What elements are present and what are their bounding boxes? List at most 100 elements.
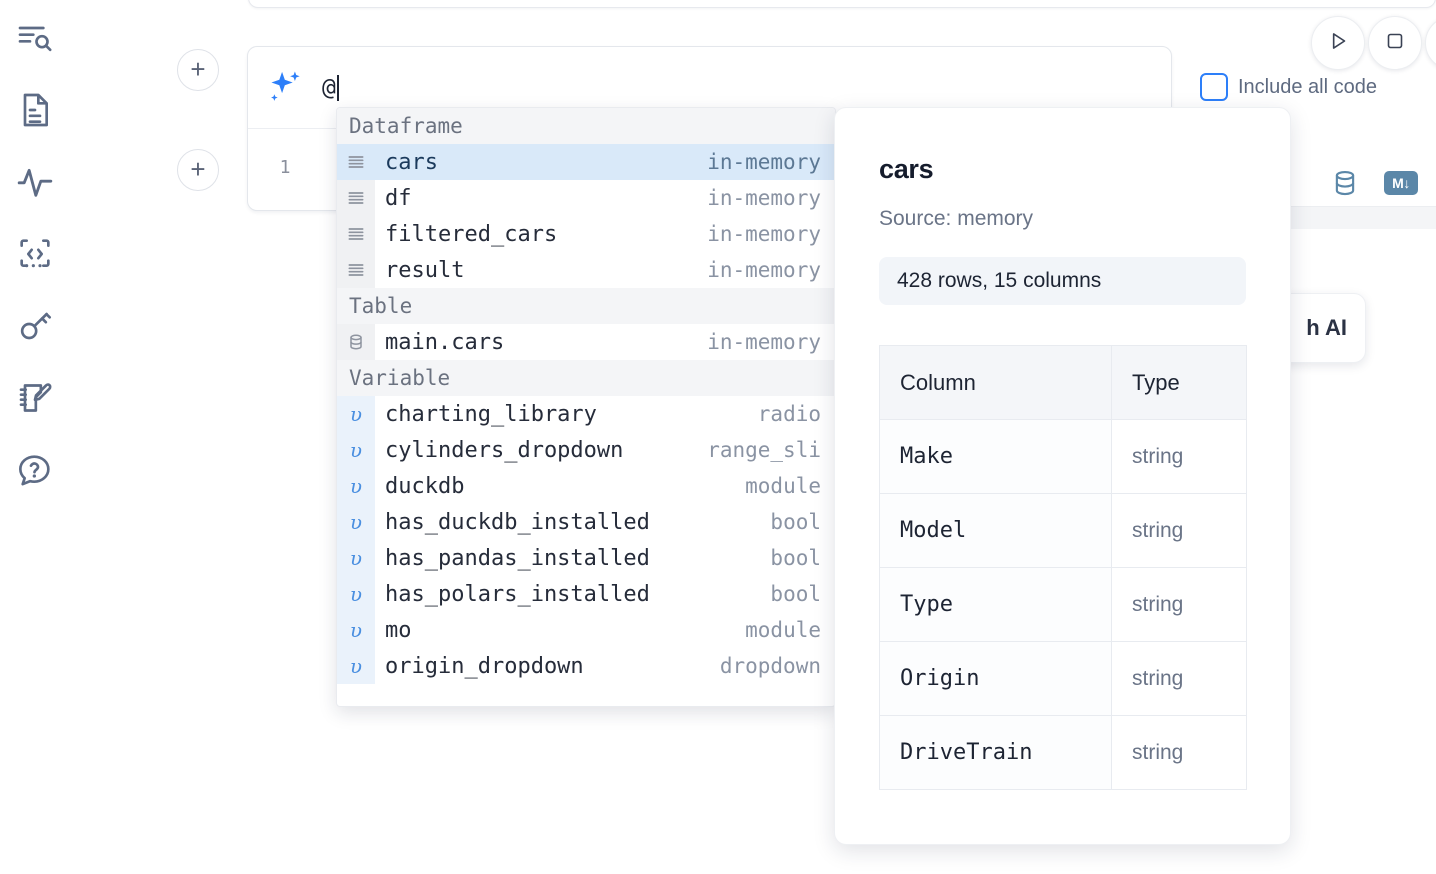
- autocomplete-item-type: in-memory: [707, 222, 821, 246]
- autocomplete-group-header: Variable: [337, 360, 835, 396]
- autocomplete-item-type: module: [745, 618, 821, 642]
- autocomplete-item-name: cylinders_dropdown: [385, 437, 624, 463]
- variable-upsilon-icon: υ: [337, 432, 375, 468]
- variable-upsilon-icon: υ: [337, 540, 375, 576]
- autocomplete-item-type: bool: [770, 510, 821, 534]
- autocomplete-item-type: in-memory: [707, 150, 821, 174]
- schema-column-type: string: [1111, 715, 1247, 790]
- database-table-icon: [337, 324, 375, 360]
- key-secrets-icon: [15, 306, 55, 346]
- autocomplete-item-type: dropdown: [719, 654, 821, 678]
- dataframe-rows-icon: [337, 144, 375, 180]
- markdown-icon[interactable]: M↓: [1384, 171, 1418, 195]
- cell-tool-buttons: M↓: [1330, 168, 1418, 198]
- sidebar-item-secrets[interactable]: [13, 304, 57, 348]
- dataframe-rows-icon: [337, 180, 375, 216]
- autocomplete-item-name: filtered_cars: [385, 221, 558, 247]
- schema-column-type: string: [1111, 419, 1247, 494]
- autocomplete-item[interactable]: υ cylinders_dropdown range_sli: [337, 432, 835, 468]
- plus-icon: +: [190, 53, 206, 84]
- sidebar-item-help[interactable]: [13, 448, 57, 492]
- dataframe-rows-icon: [337, 216, 375, 252]
- variable-upsilon-icon: υ: [337, 576, 375, 612]
- type-header: Type: [1111, 345, 1247, 420]
- variable-upsilon-icon: υ: [337, 396, 375, 432]
- autocomplete-group-header: Dataframe: [337, 108, 835, 144]
- autocomplete-item-type: radio: [757, 402, 821, 426]
- schema-column-type: string: [1111, 493, 1247, 568]
- autocomplete-item-name: duckdb: [385, 473, 465, 499]
- ai-prompt-input[interactable]: @: [322, 74, 1171, 101]
- schema-column-name: DriveTrain: [879, 715, 1112, 790]
- code-snippet-icon: [15, 234, 55, 274]
- plus-icon: +: [190, 153, 206, 184]
- autocomplete-item-type: range_sli: [707, 438, 821, 462]
- variable-upsilon-icon: υ: [337, 612, 375, 648]
- include-all-code-checkbox[interactable]: [1200, 73, 1228, 101]
- more-actions-button[interactable]: [1425, 16, 1436, 70]
- sidebar-item-scratchpad[interactable]: [13, 376, 57, 420]
- autocomplete-item-type: in-memory: [707, 186, 821, 210]
- preview-title: cars: [879, 154, 934, 184]
- sidebar-item-explore[interactable]: [13, 16, 57, 60]
- autocomplete-item-name: charting_library: [385, 401, 597, 427]
- autocomplete-item[interactable]: filtered_cars in-memory: [337, 216, 835, 252]
- autocomplete-item[interactable]: υ charting_library radio: [337, 396, 835, 432]
- text-cursor: [336, 74, 339, 101]
- autocomplete-item-name: has_polars_installed: [385, 581, 650, 607]
- include-all-code-row[interactable]: Include all code: [1200, 73, 1377, 101]
- schema-column-name: Type: [879, 567, 1112, 642]
- autocomplete-item[interactable]: main.cars in-memory: [337, 324, 835, 360]
- cell-divider: [1172, 206, 1436, 207]
- autocomplete-item-name: result: [385, 257, 465, 283]
- dataframe-rows-icon: [337, 252, 375, 288]
- autocomplete-item-name: main.cars: [385, 329, 505, 355]
- autocomplete-item[interactable]: υ has_polars_installed bool: [337, 576, 835, 612]
- preview-source: Source: memory: [879, 207, 1034, 230]
- autocomplete-item-type: module: [745, 474, 821, 498]
- help-question-icon: [15, 450, 55, 490]
- schema-column-name: Make: [879, 419, 1112, 494]
- sidebar-item-activity[interactable]: [13, 160, 57, 204]
- stop-square-icon: [1383, 29, 1407, 58]
- file-document-icon: [15, 90, 55, 130]
- database-sql-icon[interactable]: [1330, 168, 1360, 198]
- autocomplete-item-type: bool: [770, 546, 821, 570]
- add-cell-button-bottom[interactable]: +: [177, 149, 219, 191]
- table-header-row: Column Type: [879, 345, 1247, 420]
- autocomplete-item-name: origin_dropdown: [385, 653, 584, 679]
- line-number: 1: [279, 157, 291, 178]
- sidebar-item-files[interactable]: [13, 88, 57, 132]
- schema-column-type: string: [1111, 567, 1247, 642]
- variable-upsilon-icon: υ: [337, 504, 375, 540]
- schema-column-type: string: [1111, 641, 1247, 716]
- autocomplete-item-type: in-memory: [707, 330, 821, 354]
- column-header: Column: [879, 345, 1112, 420]
- code-editor-row[interactable]: 1: [248, 129, 1171, 211]
- play-run-icon: [1325, 28, 1351, 59]
- autocomplete-item-type: in-memory: [707, 258, 821, 282]
- run-cell-button[interactable]: [1311, 16, 1365, 70]
- add-cell-button-top[interactable]: +: [177, 49, 219, 91]
- previous-cell: [248, 0, 1436, 8]
- autocomplete-item[interactable]: result in-memory: [337, 252, 835, 288]
- autocomplete-item-type: bool: [770, 582, 821, 606]
- stop-cell-button[interactable]: [1368, 16, 1422, 70]
- ai-card-label: h AI: [1306, 315, 1347, 340]
- sidebar-item-snippets[interactable]: [13, 232, 57, 276]
